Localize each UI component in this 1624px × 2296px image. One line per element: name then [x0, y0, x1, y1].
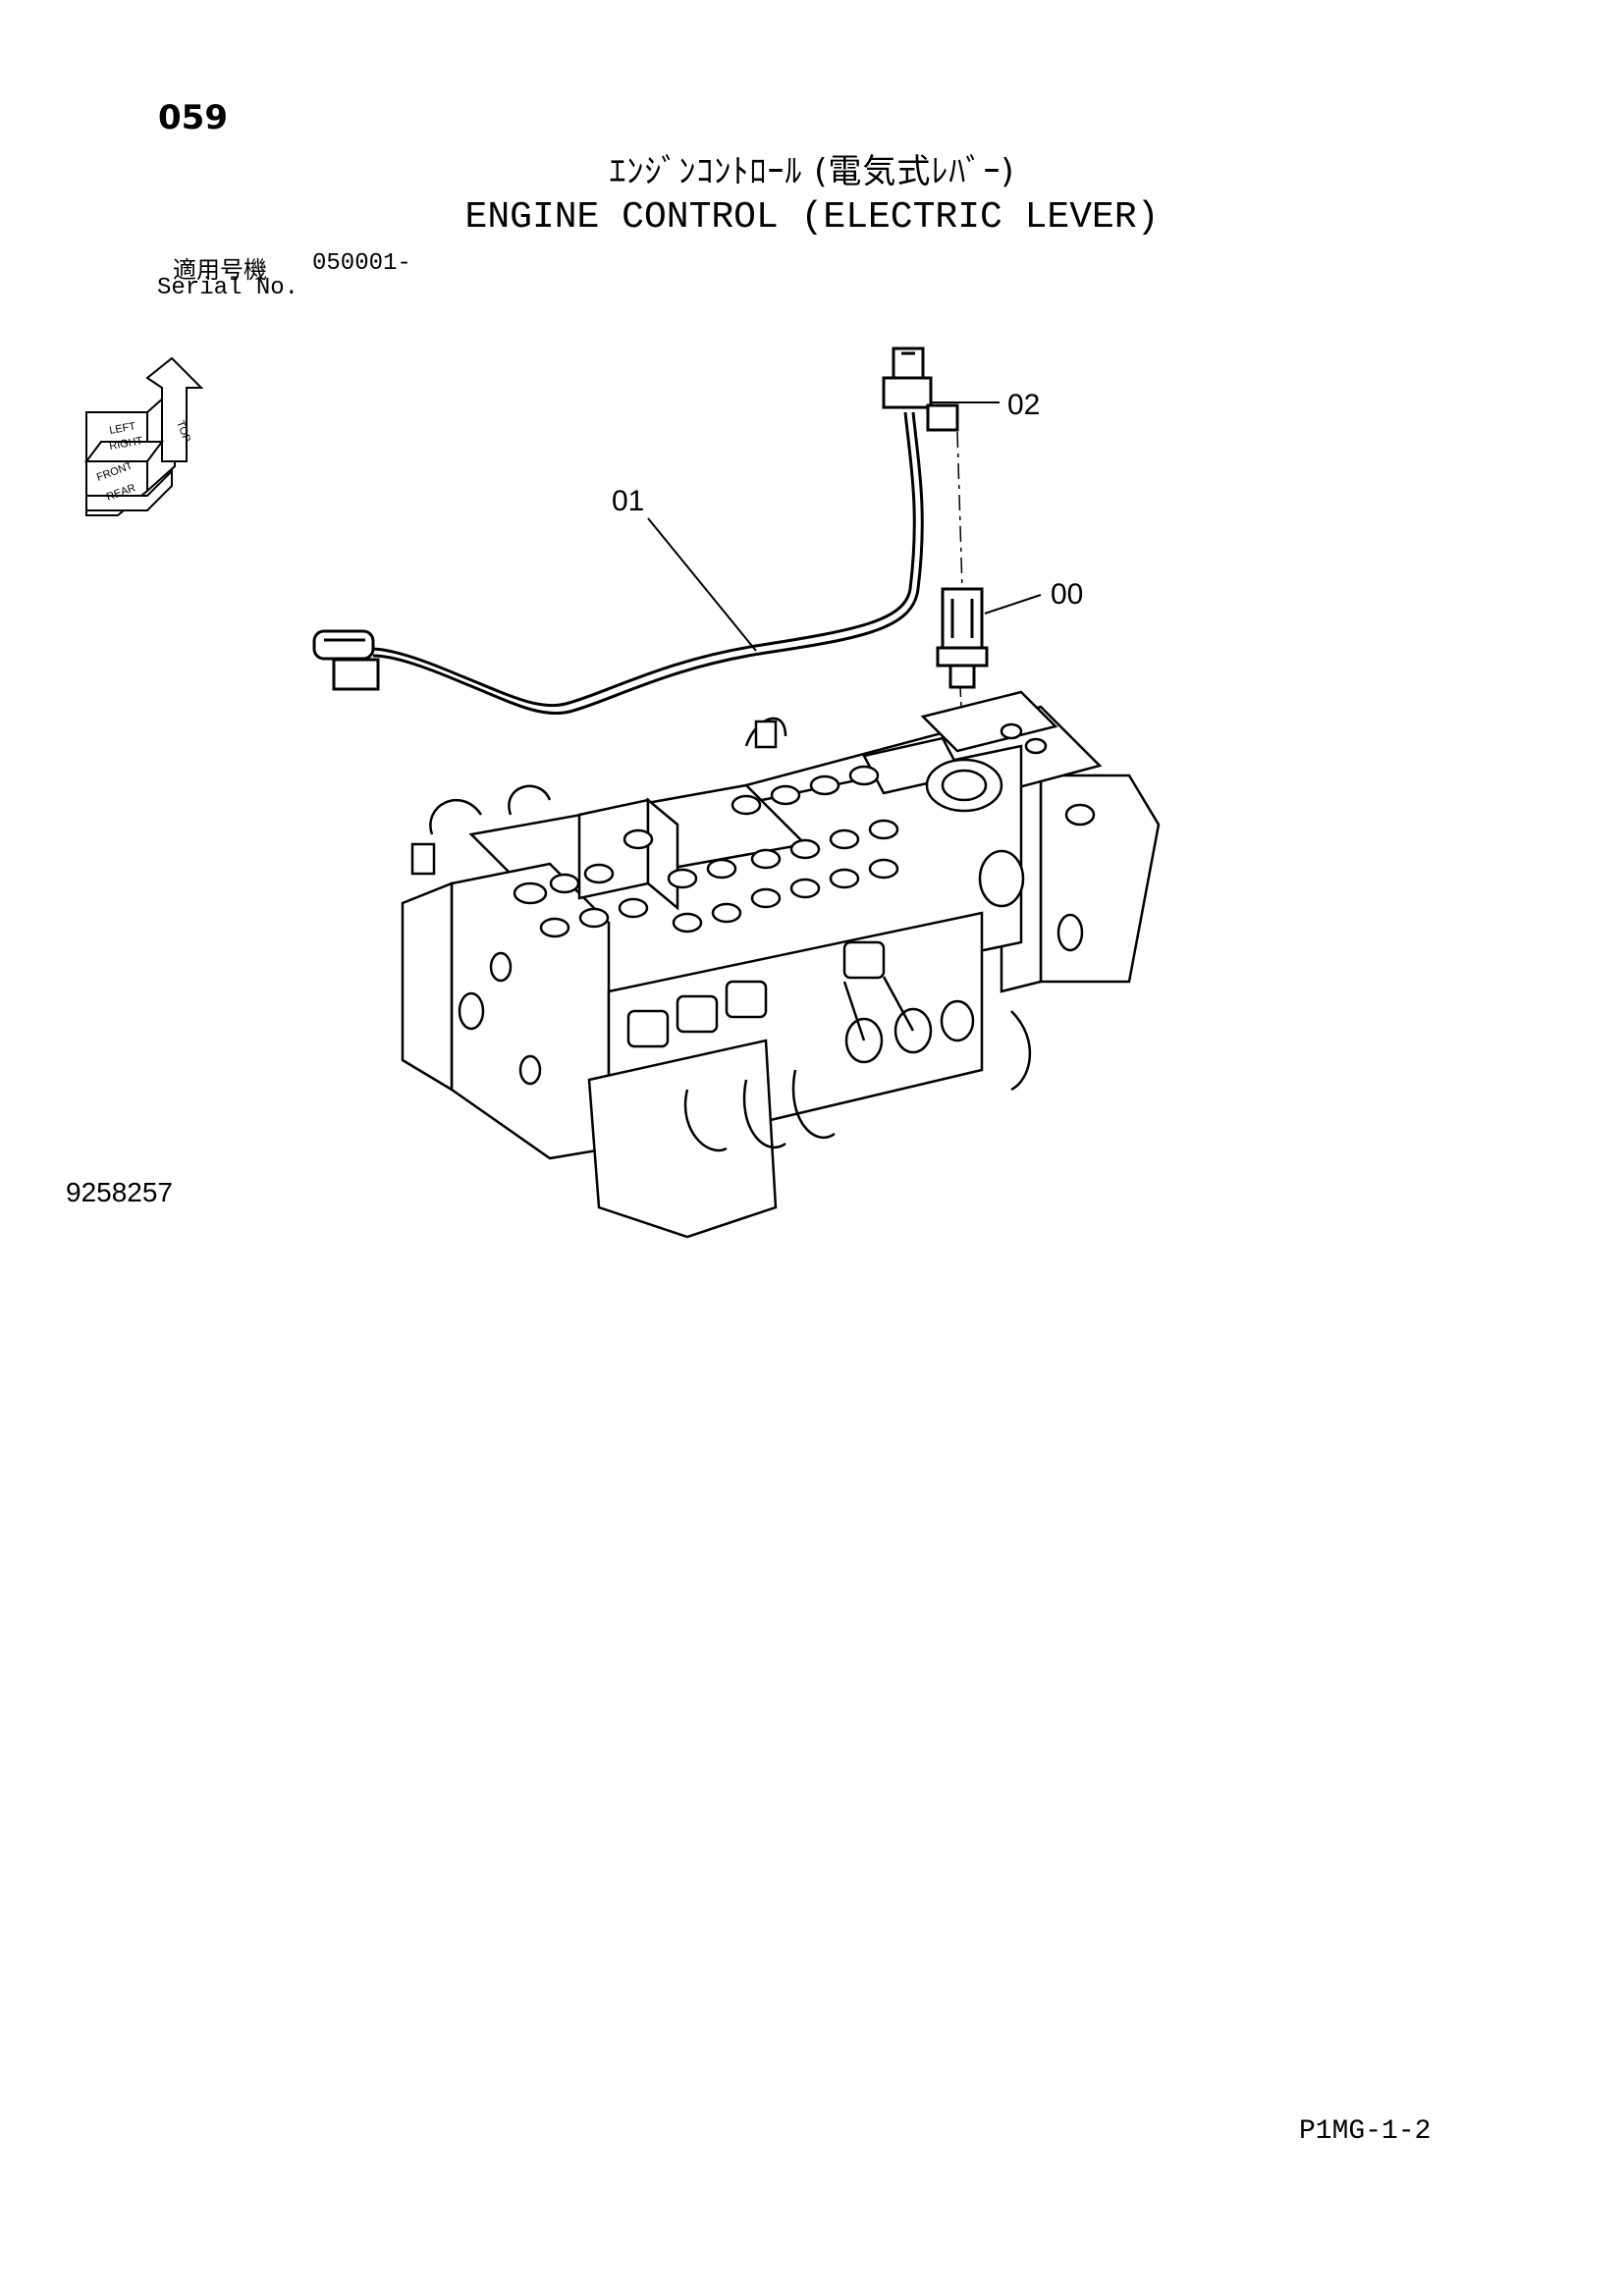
leader-line-01	[647, 517, 757, 652]
serial-number-value: 050001-	[312, 250, 411, 277]
leader-line-00	[984, 594, 1042, 614]
orientation-icon: LEFT RIGHT TOP FRONT REAR	[84, 356, 204, 516]
control-valve-assembly	[401, 690, 1161, 1239]
wire-harness	[312, 411, 924, 716]
figure-number: 9258257	[66, 1177, 174, 1207]
serial-label-english: Serial No.	[157, 275, 299, 301]
callout-00: 00	[1051, 578, 1083, 611]
connector-02	[882, 347, 959, 432]
orientation-label-right: RIGHT	[108, 435, 143, 453]
page-number: 059	[158, 98, 228, 137]
callout-02: 02	[1007, 389, 1040, 421]
title-english: ENGINE CONTROL (ELECTRIC LEVER)	[464, 196, 1160, 239]
title-japanese: ｴﾝｼﾞﾝｺﾝﾄﾛｰﾙ (電気式ﾚﾊﾞｰ)	[609, 152, 1015, 191]
orientation-label-left: LEFT	[108, 420, 136, 437]
callout-01: 01	[612, 485, 644, 517]
center-line	[956, 431, 963, 590]
page-code: P1MG-1-2	[1299, 2116, 1432, 2147]
serial-label-japanese: 適用号機	[173, 256, 267, 284]
sensor-00	[936, 587, 989, 689]
